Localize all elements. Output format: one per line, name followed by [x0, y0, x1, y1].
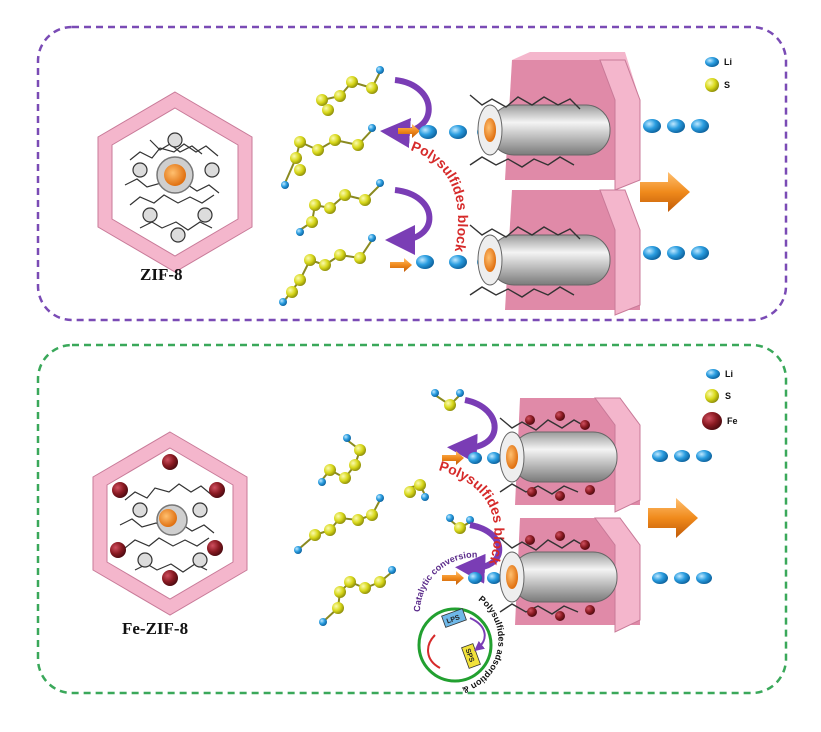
fe-zif8-label: Fe-ZIF-8 [122, 619, 188, 638]
lithium-atoms-chain-bottom [294, 389, 474, 626]
channel-block-bottom-2 [499, 517, 641, 633]
zif8-label: ZIF-8 [140, 265, 183, 284]
sps-box-text: SPS [464, 648, 475, 664]
curl-arrow-top-2 [385, 187, 433, 255]
legend-li-icon [706, 369, 720, 379]
curl-arrow-bottom-1 [447, 397, 498, 464]
legend-fe-icon [702, 412, 722, 430]
cycle-arrow-purple [469, 617, 486, 652]
small-arrow-bottom-2 [442, 571, 464, 585]
bottom-panel-border [36, 343, 788, 695]
sulfur-atoms-bottom [309, 399, 466, 614]
fe-zif8-hexagon [92, 431, 248, 616]
legend-s-icon [705, 389, 719, 403]
lithium-ions-outgoing-bottom [652, 450, 712, 584]
big-arrow-top [640, 172, 690, 212]
small-arrow-bottom-1 [442, 451, 464, 465]
fe-atoms-hexagon [110, 454, 225, 586]
curl-arrow-bottom-2 [455, 522, 503, 584]
legend-top: Li S [705, 57, 732, 92]
legend-fe-text: Fe [727, 416, 738, 426]
sulfur-atoms-top [286, 76, 378, 298]
zif8-core [164, 164, 186, 186]
lps-box-text: LPS [446, 614, 461, 625]
lps-box [441, 608, 467, 628]
polysulfide-chains-bottom [299, 394, 471, 621]
catalytic-cycle: LPS SPS Catalytic conversion Polysulfide… [412, 549, 507, 695]
lithium-atoms-chain-top [279, 66, 384, 306]
top-panel-border [36, 25, 788, 322]
cycle-arrow-red [427, 634, 441, 669]
legend-s-icon [705, 78, 719, 92]
polysulfides-blocking-text-bottom: Polysulfides blocking [0, 0, 507, 567]
sps-box [461, 643, 481, 669]
zif8-framework [124, 132, 220, 243]
legend-li-text: Li [725, 369, 733, 379]
legend-li-icon [705, 57, 719, 67]
legend-bottom: Li S Fe [702, 369, 738, 430]
legend-s-text: S [724, 80, 730, 90]
legend-li-text: Li [724, 57, 732, 67]
channel-block-bottom-1 [499, 397, 641, 513]
small-arrow-top-2 [390, 258, 412, 272]
channel-block-top-1 [469, 52, 641, 191]
zif8-hexagon [97, 91, 253, 273]
big-arrow-bottom [648, 498, 698, 538]
channel-block-top-2 [469, 189, 641, 316]
small-arrow-top-1 [398, 124, 420, 138]
lithium-ions-outgoing-top [643, 119, 709, 260]
legend-s-text: S [725, 391, 731, 401]
curl-arrow-top-1 [380, 77, 432, 148]
